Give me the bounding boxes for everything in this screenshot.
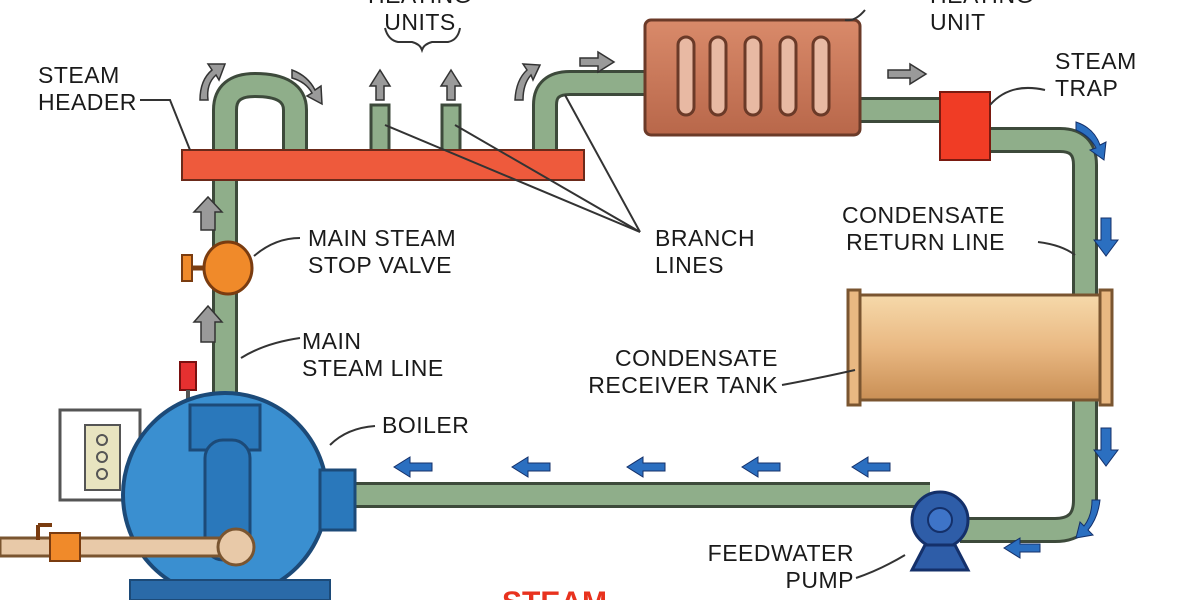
condensate-receiver-tank [846,288,1114,407]
main-steam-stop-valve [181,240,254,296]
bottom-title: STEAM [502,586,607,600]
flow-arrows-steam [192,50,928,343]
heating-unit-block [643,18,862,137]
steam-header-bar [181,149,585,181]
branch-stubs [369,103,462,155]
label-boiler: BOILER [382,412,470,438]
boiler [58,391,357,600]
label-heating-unit: HEATINGUNIT [930,0,1034,35]
label-heating-units: HEATINGUNITS [368,0,472,35]
flow-arrows-condensate [393,121,1119,559]
fuel-inlet [0,523,256,567]
leader-lines [140,9,1076,579]
steam-trap-block [939,91,991,161]
feedwater-pump [909,490,971,572]
